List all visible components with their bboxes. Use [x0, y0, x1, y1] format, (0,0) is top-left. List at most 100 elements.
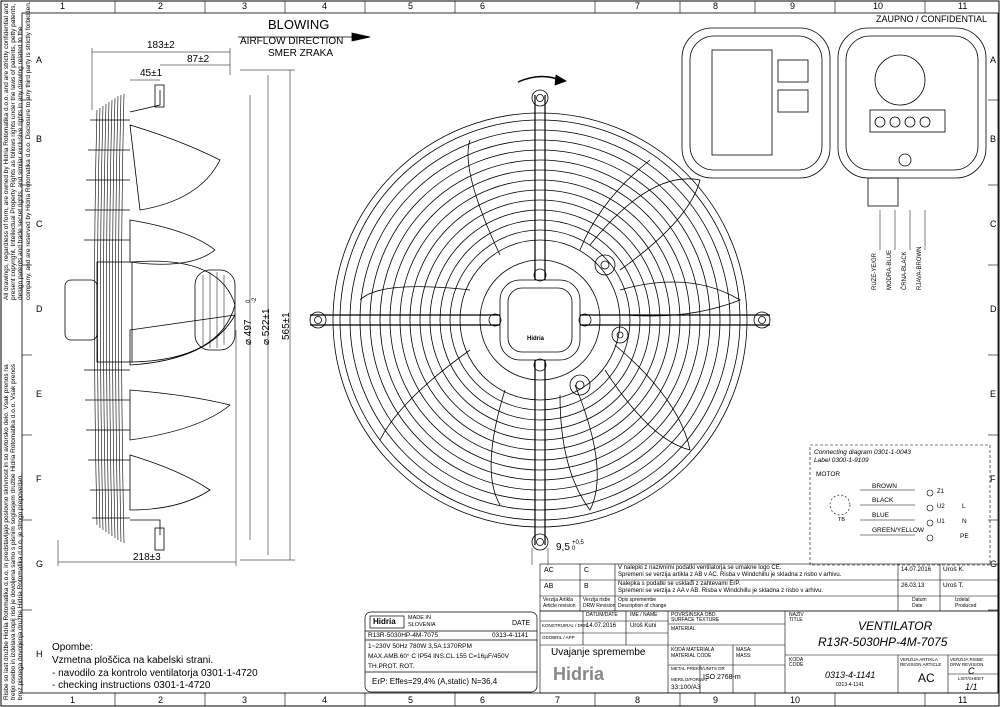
tb-odobril: ODOBRIL / APP	[542, 635, 575, 640]
conn-green-yellow: GREEN/YELLOW	[872, 527, 925, 534]
grid-col-6: 6	[480, 1, 486, 11]
rev-row-2-name: Uroš T.	[943, 582, 964, 589]
conn-title: Connecting diagram 0301-1-0043	[814, 449, 911, 456]
rev-head-date: Date	[912, 603, 923, 609]
inner-frame	[21, 12, 999, 694]
wire-label-brown: RJAVA-BROWN	[917, 246, 923, 290]
grid-col-9-bottom: 9	[713, 695, 719, 705]
grid-row-f: F	[36, 474, 42, 484]
dim-218: 218±3	[133, 552, 161, 563]
grid-col-10: 10	[873, 1, 884, 11]
grid-row-h: H	[36, 649, 43, 659]
dim-497: ⌀ 497	[243, 319, 254, 345]
copyright-note-en: All drawings, regardless of form, are ow…	[3, 1, 32, 300]
conn-motor: MOTOR	[816, 471, 841, 478]
hub-brand-label: Hidria	[527, 336, 545, 342]
rev-head-verzija-artikla: Verzija Artikla	[543, 597, 574, 603]
grid-row-f-right: F	[990, 474, 996, 484]
copyright-note-si: Risbe so last družbe Hidria Rotomatika d…	[3, 363, 25, 700]
rev-row-2-text-2: Spremeni se verzija z AA v AB. Risba v W…	[618, 588, 824, 594]
grid-col-8-bottom: 8	[635, 695, 641, 705]
tb-list-sheet: LIST/SHEET	[958, 676, 984, 681]
conn-n: N	[962, 518, 967, 525]
rev-row-1-name: Uroš K.	[943, 566, 965, 573]
tb-code: 0313-4-1141	[825, 670, 876, 680]
side-view	[57, 32, 371, 566]
dim-565: 565±1	[281, 312, 292, 340]
dim-183: 183±2	[147, 40, 175, 51]
grid-row-e-right: E	[990, 389, 997, 399]
notes-line-1: Vzmetna ploščica na kabelski strani.	[52, 655, 214, 666]
tb-uvajanje: Uvajanje spremembe	[551, 647, 646, 658]
rev-row-1-drw: C	[584, 567, 590, 574]
tb-metal: METAL PREKR/UNITS DR	[671, 666, 725, 671]
tb-iso: ISO 2768-m	[703, 674, 741, 681]
rev-head-verzija-risbe: Verzija risbe	[583, 597, 611, 603]
connection-diagram	[809, 444, 991, 566]
grid-col-7: 7	[635, 1, 641, 11]
grid-row-a-right: A	[990, 55, 997, 65]
tb-brand: Hidria	[553, 664, 605, 684]
tb-kons-name: Uroš Kuni	[630, 623, 657, 629]
grid-col-10-bottom: 10	[790, 695, 801, 705]
confidential-label: ZAUPNO / CONFIDENTIAL	[876, 14, 988, 24]
wire-label-black: ČRNA-BLACK	[902, 251, 908, 290]
connection-box-views	[681, 27, 987, 250]
tb-sheet: 1/1	[965, 682, 978, 692]
title-block	[539, 610, 999, 694]
tb-koda: KODA	[789, 657, 804, 663]
conn-pe: PE	[960, 533, 969, 540]
conn-brown: BROWN	[872, 483, 897, 490]
tb-naziv: NAZIV	[789, 612, 804, 618]
plate-specs-2: MAX.AMB.60° C IP54 INS.CL.155 C=16µF/450…	[368, 653, 509, 660]
rev-head-produced: Produced	[955, 603, 977, 609]
tb-merilo: MERILO/FORMAT	[671, 677, 709, 682]
tb-title-2: R13R-5030HP-4M-7075	[818, 635, 948, 649]
grid-row-d-right: D	[990, 304, 997, 314]
grid-col-1: 1	[60, 1, 66, 11]
plate-model: R13R-5030HP-4M-7075	[368, 632, 439, 639]
rev-row-2-drw: B	[584, 583, 589, 590]
rev-row-1-text-1: V nalepki z nazivnimi podatki ventilator…	[618, 565, 782, 571]
rev-head-datum: Datum	[912, 597, 927, 603]
tb-mass: MASS:	[736, 653, 752, 659]
conn-u2: U2	[937, 504, 945, 510]
rev-row-2-date: 26.03.13	[901, 583, 925, 589]
tb-koda-mat: KODA MATERIALA	[671, 647, 715, 653]
conn-blue: BLUE	[872, 512, 889, 519]
tb-verzija-risbe: VERZIJA RISBE	[950, 657, 984, 662]
tb-rev-article: AC	[918, 671, 935, 685]
grid-row-g: G	[36, 559, 44, 569]
dim-87: 87±2	[187, 54, 210, 65]
plate-brand-logo: Hidria	[373, 617, 396, 626]
grid-row-e: E	[36, 389, 43, 399]
tb-kons-date: 14.07.2016	[586, 623, 617, 629]
blowing-label: BLOWING	[268, 17, 330, 32]
grid-col-11-bottom: 11	[958, 695, 968, 705]
plate-specs-1: 1~230V 50Hz 780W 3,5A 1370RPM	[368, 643, 472, 650]
tb-revision-article: REVISION ARTICLE	[900, 662, 942, 667]
rev-head-izdelal: Izdelal	[955, 597, 970, 603]
conn-u1: U1	[937, 519, 945, 525]
tb-verzija-artikla: VERZIJA ARTIKLA	[900, 657, 938, 662]
grid-row-a: A	[36, 55, 43, 65]
tb-code-sub: 0313-4-1141	[836, 682, 864, 688]
grid-col-2: 2	[158, 1, 164, 11]
plate-thprot: TH.PROT. ROT.	[368, 663, 415, 670]
wire-label-ye-gr: RUZE-YE/GR	[872, 252, 878, 290]
grid-col-2-bottom: 2	[158, 695, 164, 705]
tb-code-lbl: CODE	[789, 662, 804, 668]
grid-col-11: 11	[958, 1, 968, 11]
plate-made-in: MADE IN	[408, 615, 431, 621]
grid-col-1-bottom: 1	[70, 695, 76, 705]
rev-row-1-text-2: Spremeni se verzija artikla z AB v AC. R…	[618, 572, 842, 578]
plate-date: DATE	[512, 620, 531, 627]
tb-mat-code: MATERIAL CODE	[671, 653, 712, 659]
dim-45: 45±1	[140, 68, 163, 79]
grid-col-4: 4	[322, 1, 328, 11]
tb-datum-date: DATUM/DATE	[586, 612, 618, 618]
grid-row-d: D	[36, 304, 43, 314]
grid-col-5: 5	[408, 1, 414, 11]
rev-row-1-date: 14.07.2016	[901, 567, 932, 573]
